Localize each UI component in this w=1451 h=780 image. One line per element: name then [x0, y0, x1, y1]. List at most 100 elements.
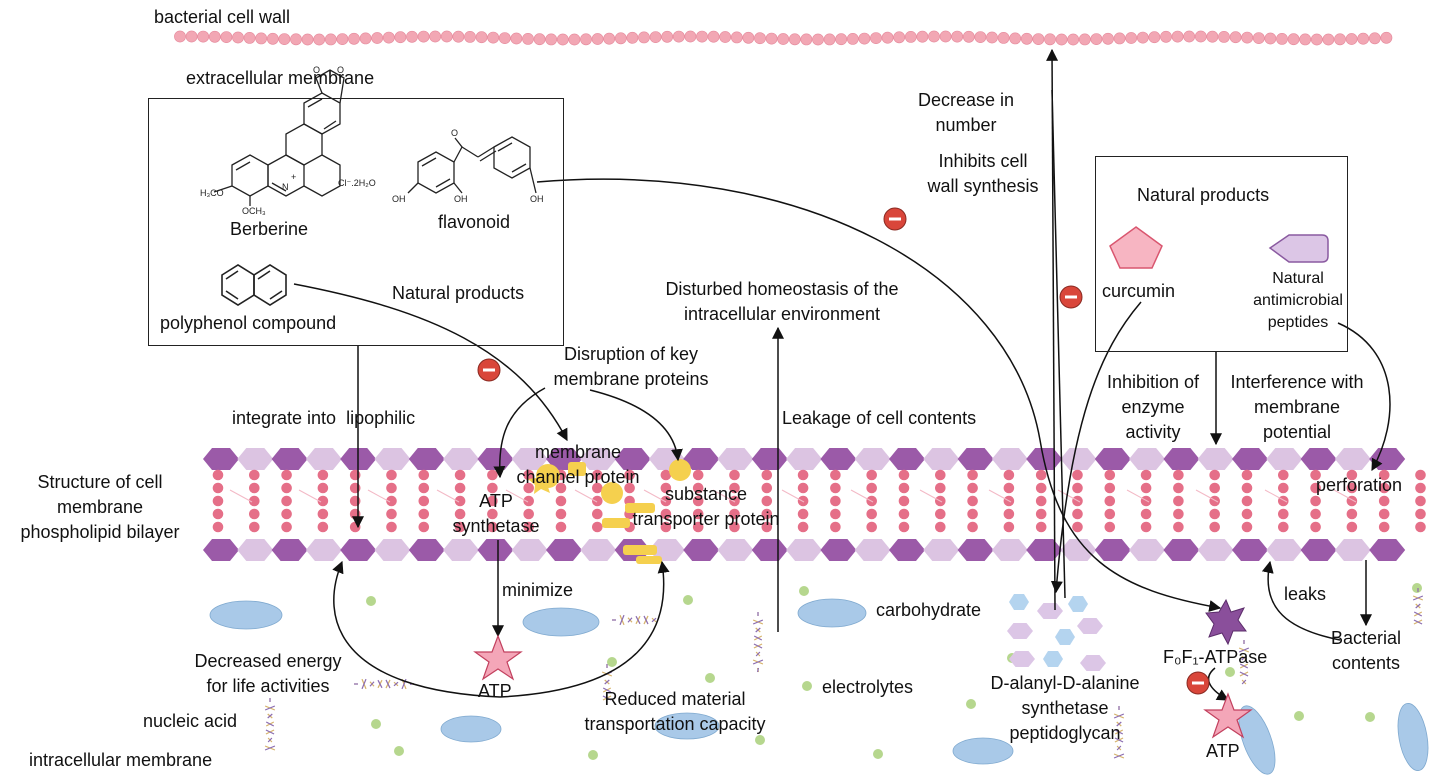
nucleic-acid-strand: [602, 695, 612, 701]
wall-bead: [452, 30, 465, 43]
wall-bead: [974, 31, 987, 43]
phospholipid-head: [237, 448, 274, 470]
lipid-tail-bead: [660, 482, 672, 494]
phospholipid-head: [580, 448, 617, 470]
lipid-tail-bead: [624, 482, 635, 494]
carbohydrate-blob: [440, 715, 502, 743]
arrow-polyphenol-to-channel: [293, 283, 568, 442]
arrow-leaks: [1261, 560, 1341, 641]
tail-link: [850, 489, 874, 503]
phospholipid-head: [1163, 448, 1200, 470]
wall-bead: [928, 30, 940, 43]
lipid-tail-bead: [386, 469, 397, 481]
lipid-tail-bead: [1310, 469, 1321, 481]
decrease-number-label: Decrease in number: [917, 90, 1015, 135]
nucleic-acid-strand: [1114, 729, 1124, 735]
lipid-tail-bead: [1346, 469, 1358, 481]
wall-bead: [382, 31, 395, 44]
peptidoglycan-unit: [1068, 596, 1088, 612]
wall-bead: [1078, 33, 1091, 46]
nucleic-acid-strand: [752, 619, 764, 625]
wall-bead: [1090, 33, 1103, 45]
wall-bead: [1020, 32, 1033, 45]
intracellular-membrane-label: intracellular membrane: [29, 750, 213, 770]
tail-link: [229, 489, 253, 503]
phospholipid-head: [305, 539, 342, 561]
lipid-tail-bead: [1378, 521, 1390, 533]
electrolyte-dot: [1294, 711, 1304, 721]
phospholipid-head: [923, 448, 960, 470]
nucleic-acid-strand: [1114, 737, 1124, 743]
lipid-tail-bead: [660, 469, 672, 481]
lipid-tail-bead: [898, 521, 910, 533]
phospholipid-head: [443, 448, 480, 470]
wall-bead: [556, 33, 569, 46]
wall-bead: [1206, 30, 1219, 43]
phospholipid-head: [751, 539, 788, 561]
nucleic-acid-strand: [602, 687, 612, 693]
lipid-tail-bead: [1035, 482, 1047, 494]
lipid-tail-bead: [761, 495, 773, 507]
wall-bead: [220, 31, 233, 43]
lipid-tail-bead: [967, 508, 978, 520]
wall-bead: [1276, 33, 1288, 45]
lipid-tail-bead: [761, 521, 773, 533]
polyphenol-structure-icon: [221, 264, 287, 306]
lipid-tail-bead: [1209, 482, 1220, 494]
structure-label: Structure of cell membrane phospholipid …: [20, 472, 180, 542]
lipid-tail-bead: [797, 482, 809, 494]
lipid-tail-bead: [898, 469, 910, 481]
phospholipid-head: [1369, 539, 1406, 561]
lipid-tail-bead: [249, 508, 260, 520]
lipid-tail-bead: [454, 469, 466, 481]
wall-bead: [1357, 32, 1370, 45]
phospholipid-head: [1300, 448, 1337, 470]
decreased-energy-label: Decreased energy for life activities: [194, 651, 342, 696]
wall-bead: [1055, 33, 1068, 46]
wall-bead: [603, 32, 616, 45]
lipid-tail-bead: [1104, 508, 1116, 520]
peptides-label: Natural antimicrobial peptides: [1253, 270, 1343, 332]
tail-link: [781, 489, 805, 503]
nucleic-acid-strand: [1239, 663, 1249, 669]
wall-bead: [742, 31, 755, 44]
wall-bead: [533, 33, 546, 46]
lipid-tail-bead: [592, 495, 603, 507]
wall-bead: [951, 30, 964, 43]
cell-wall-label: bacterial cell wall: [154, 7, 291, 27]
wall-bead: [754, 32, 766, 45]
lipid-tail-bead: [386, 508, 397, 520]
lipid-tail-bead: [729, 508, 740, 520]
peptidoglycan-unit: [1077, 618, 1103, 634]
lipid-tail-bead: [1173, 495, 1184, 507]
lipid-tail-bead: [1173, 482, 1184, 494]
inhibits-wall-label: Inhibits cell wall synthesis: [927, 151, 1039, 196]
lipid-tail-bead: [1310, 508, 1321, 520]
wall-bead: [487, 31, 500, 44]
nucleic-acid-strand: [265, 729, 275, 735]
nucleic-acid-strand: [756, 667, 760, 673]
phospholipid-head: [374, 539, 411, 561]
membrane-protein: [669, 459, 691, 481]
nucleic-acid-strand: [267, 737, 273, 743]
lipid-tail-bead: [418, 482, 430, 494]
lipid-tail-bead: [692, 469, 704, 481]
lipid-tail-bead: [898, 482, 910, 494]
wall-bead: [881, 31, 894, 44]
carbohydrate-blob: [654, 712, 720, 740]
nucleic-acid-strand: [265, 721, 275, 727]
peptidoglycan-unit: [1009, 651, 1035, 667]
lipid-tail-bead: [1209, 469, 1220, 481]
lipid-tail-bead: [1140, 521, 1152, 533]
phospholipid-head: [1232, 539, 1268, 561]
lipid-tail-bead: [624, 469, 635, 481]
homeostasis-label: Disturbed homeostasis of the intracellul…: [665, 279, 899, 324]
phospholipid-head: [546, 539, 582, 561]
wall-bead: [1218, 31, 1230, 43]
phospholipid-head: [923, 539, 960, 561]
phospholipid-head: [408, 539, 445, 561]
carbohydrate-blob: [1238, 705, 1276, 775]
lipid-tail-bead: [592, 482, 603, 494]
lipid-tail-bead: [418, 495, 430, 507]
